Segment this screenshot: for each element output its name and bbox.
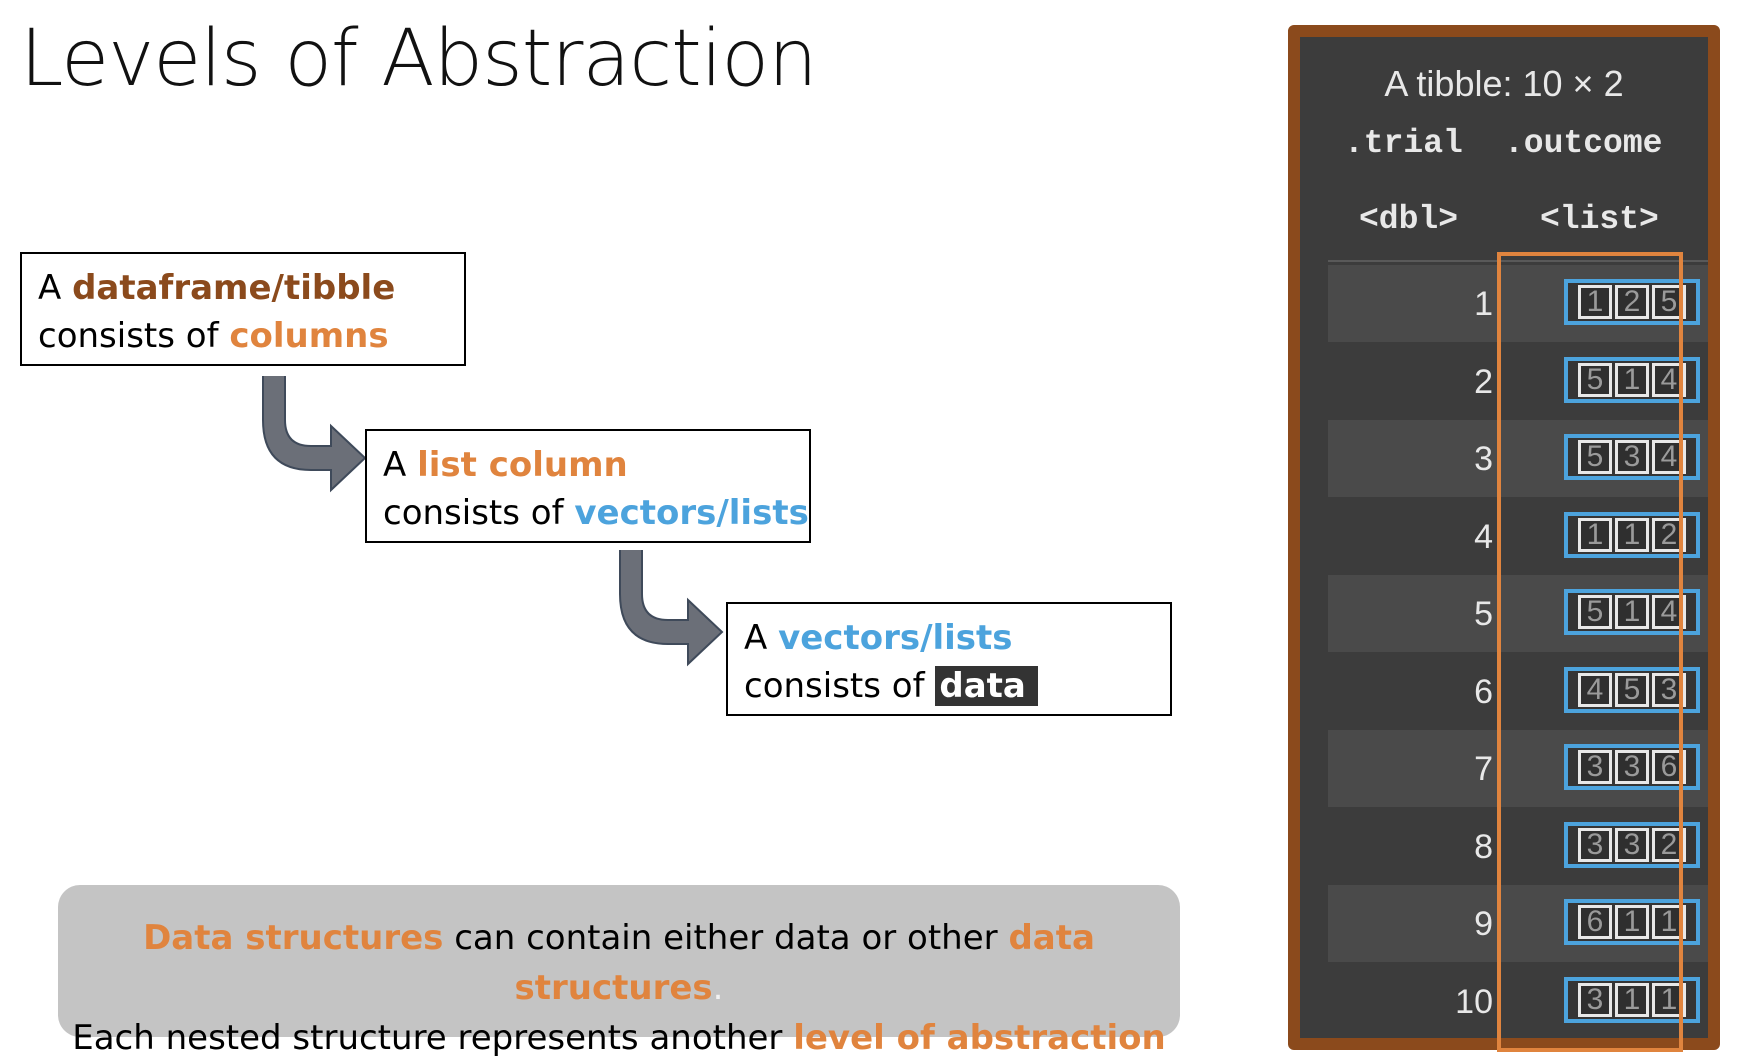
note-line-2: Each nested structure represents another… — [58, 1013, 1180, 1063]
box-line2-highlight: vectors/lists — [574, 493, 809, 533]
tibble-panel: A tibble: 10 × 2 .trial .outcome <dbl> <… — [1288, 25, 1720, 1052]
vector-element: 1 — [1615, 517, 1649, 552]
note-text: Each nested structure represents another — [72, 1018, 794, 1058]
vector-element: 6 — [1578, 905, 1612, 939]
box-line2-highlight: columns — [229, 316, 389, 356]
box-highlight: vectors/lists — [778, 618, 1013, 658]
vector-element: 5 — [1578, 595, 1612, 629]
column-type-trial: <dbl> — [1359, 201, 1459, 238]
vector-element: 1 — [1615, 362, 1649, 397]
note-text: data structures — [514, 918, 1095, 1008]
trial-cell: 2 — [1474, 362, 1493, 401]
vector-element: 3 — [1615, 440, 1649, 474]
dataframe-box: A dataframe/tibble consists of columns — [20, 252, 466, 366]
trial-cell: 9 — [1474, 905, 1493, 943]
summary-note: Data structures can contain either data … — [58, 885, 1180, 1058]
vector-element: 1 — [1615, 595, 1649, 629]
curved-arrow-icon — [619, 550, 724, 667]
vector-element: 3 — [1615, 827, 1649, 862]
box-line-1: A dataframe/tibble — [38, 264, 448, 312]
box-line-1: A vectors/lists — [744, 614, 1154, 662]
vector-element: 4 — [1578, 672, 1612, 707]
trial-cell: 5 — [1474, 595, 1493, 633]
vector-element: 3 — [1578, 750, 1612, 784]
slide-title: Levels of Abstraction — [20, 14, 818, 104]
vector-element: 6 — [1652, 750, 1686, 784]
box-line-2: consists of vectors/lists — [383, 489, 809, 537]
note-text: level of abstraction — [793, 1018, 1166, 1058]
box-line-2: consists of columns — [38, 312, 448, 360]
vectors-box: A vectors/lists consists of data — [726, 602, 1172, 716]
box-prefix: A — [744, 618, 779, 658]
vector-element: 2 — [1615, 285, 1649, 319]
vector-element: 1 — [1615, 905, 1649, 939]
trial-cell: 6 — [1474, 672, 1493, 711]
column-type-outcome: <list> — [1540, 201, 1659, 238]
trial-cell: 10 — [1455, 982, 1493, 1021]
vector-element: 1 — [1578, 285, 1612, 319]
column-header-outcome: .outcome — [1504, 125, 1663, 162]
note-text: can contain either data or other — [443, 918, 1009, 958]
box-prefix: A — [38, 268, 73, 308]
trial-cell: 3 — [1474, 440, 1493, 478]
vector-element: 5 — [1578, 362, 1612, 397]
vector-element: 5 — [1578, 440, 1612, 474]
column-header-trial: .trial — [1344, 125, 1463, 162]
note-text: Data structures — [143, 918, 444, 958]
box-highlight: list column — [417, 445, 628, 485]
vector-element: 1 — [1615, 982, 1649, 1017]
trial-cell: 8 — [1474, 827, 1493, 866]
vector-element: 3 — [1578, 827, 1612, 862]
trial-cell: 4 — [1474, 517, 1493, 556]
note-text: . — [712, 968, 724, 1008]
vector-element: 3 — [1615, 750, 1649, 784]
box-line2-highlight: data — [935, 666, 1038, 706]
box-highlight: dataframe/tibble — [72, 268, 396, 308]
curved-arrow-icon — [262, 376, 367, 493]
note-line-1: Data structures can contain either data … — [58, 913, 1180, 1013]
tibble-caption: A tibble: 10 × 2 — [1384, 63, 1624, 104]
vector-element: 1 — [1578, 517, 1612, 552]
header-divider — [1328, 260, 1708, 262]
list-column-box: A list column consists of vectors/lists — [365, 429, 811, 543]
trial-cell: 7 — [1474, 750, 1493, 788]
list-column-highlight — [1497, 252, 1683, 1052]
vector-element: 3 — [1578, 982, 1612, 1017]
vector-element: 5 — [1615, 672, 1649, 707]
box-line2-prefix: consists of — [383, 493, 575, 533]
trial-cell: 1 — [1474, 285, 1493, 323]
box-line2-prefix: consists of — [744, 666, 936, 706]
box-line-1: A list column — [383, 441, 793, 489]
box-prefix: A — [383, 445, 418, 485]
vector-element: 5 — [1652, 285, 1686, 319]
box-line2-prefix: consists of — [38, 316, 230, 356]
box-line-2: consists of data — [744, 662, 1154, 710]
